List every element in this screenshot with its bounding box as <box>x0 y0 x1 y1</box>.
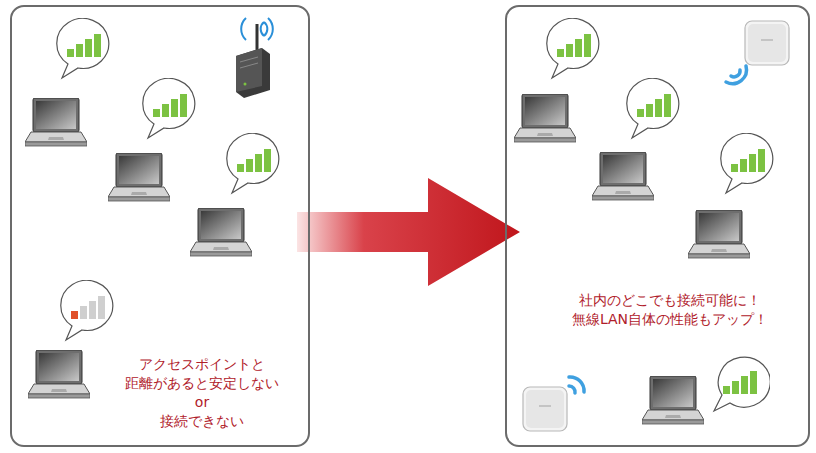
transition-arrow <box>297 178 520 286</box>
signal-bubble <box>627 78 679 138</box>
signal-bubble <box>57 18 109 78</box>
panel: アクセスポイントと 距離があると安定しない or 接続できない <box>10 5 310 447</box>
laptop <box>25 98 87 146</box>
panel-caption: 社内のどこでも接続可能に！ 無線LAN自体の性能もアップ！ <box>530 291 810 329</box>
laptop <box>688 210 750 258</box>
weak-signal-bubble <box>61 280 113 340</box>
router <box>236 18 273 98</box>
laptop <box>514 94 576 142</box>
laptop <box>592 152 654 200</box>
signal-bubble <box>143 78 195 138</box>
laptop <box>108 153 170 201</box>
laptop <box>28 350 90 398</box>
signal-bubble <box>714 357 770 411</box>
signal-bubble <box>227 133 279 193</box>
laptop <box>190 208 252 256</box>
signal-bubble <box>547 18 599 78</box>
laptop <box>642 376 704 424</box>
signal-bubble <box>721 133 773 193</box>
panel: 社内のどこでも接続可能に！ 無線LAN自体の性能もアップ！ <box>505 5 810 447</box>
access-point <box>523 387 567 431</box>
access-point <box>745 21 789 65</box>
panel-caption: アクセスポイントと 距離があると安定しない or 接続できない <box>102 355 302 431</box>
wifi-waves <box>726 66 746 84</box>
wifi-waves <box>569 377 584 393</box>
